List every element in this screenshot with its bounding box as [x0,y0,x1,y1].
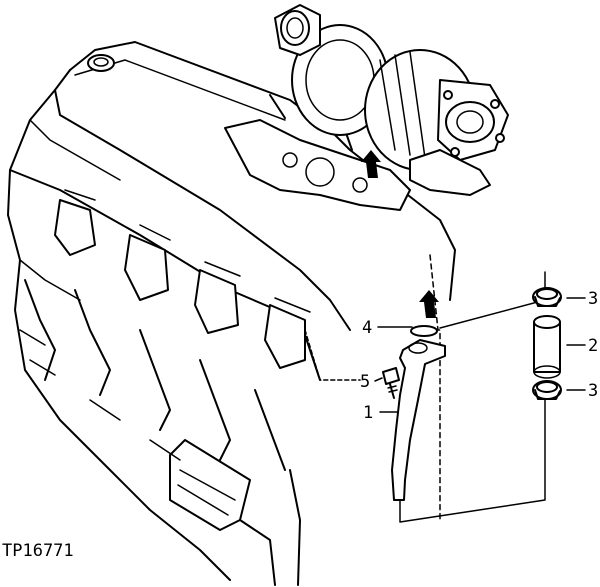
gasket-part-4 [410,325,438,337]
up-arrow-icon [361,150,381,178]
hose-part-2 [533,315,561,379]
hose-clamp-part-3-top [532,287,562,307]
callout-5: 5 [360,372,370,392]
callout-leaders [374,297,586,413]
cap-screw-part-5 [382,367,400,399]
oil-return-assembly [382,254,562,523]
figure-id: TP16771 [2,541,74,561]
callout-4: 4 [362,318,372,338]
callout-2: 2 [588,336,598,356]
oil-return-tube-part-1 [391,339,446,501]
hose-clamp-part-3-bottom [532,380,562,400]
turbocharger [224,4,509,211]
engine-block [7,41,456,586]
callout-1: 1 [363,403,373,423]
callout-3-bottom: 3 [588,381,598,401]
callout-3-top: 3 [588,289,598,309]
up-arrow-icon [419,290,439,318]
